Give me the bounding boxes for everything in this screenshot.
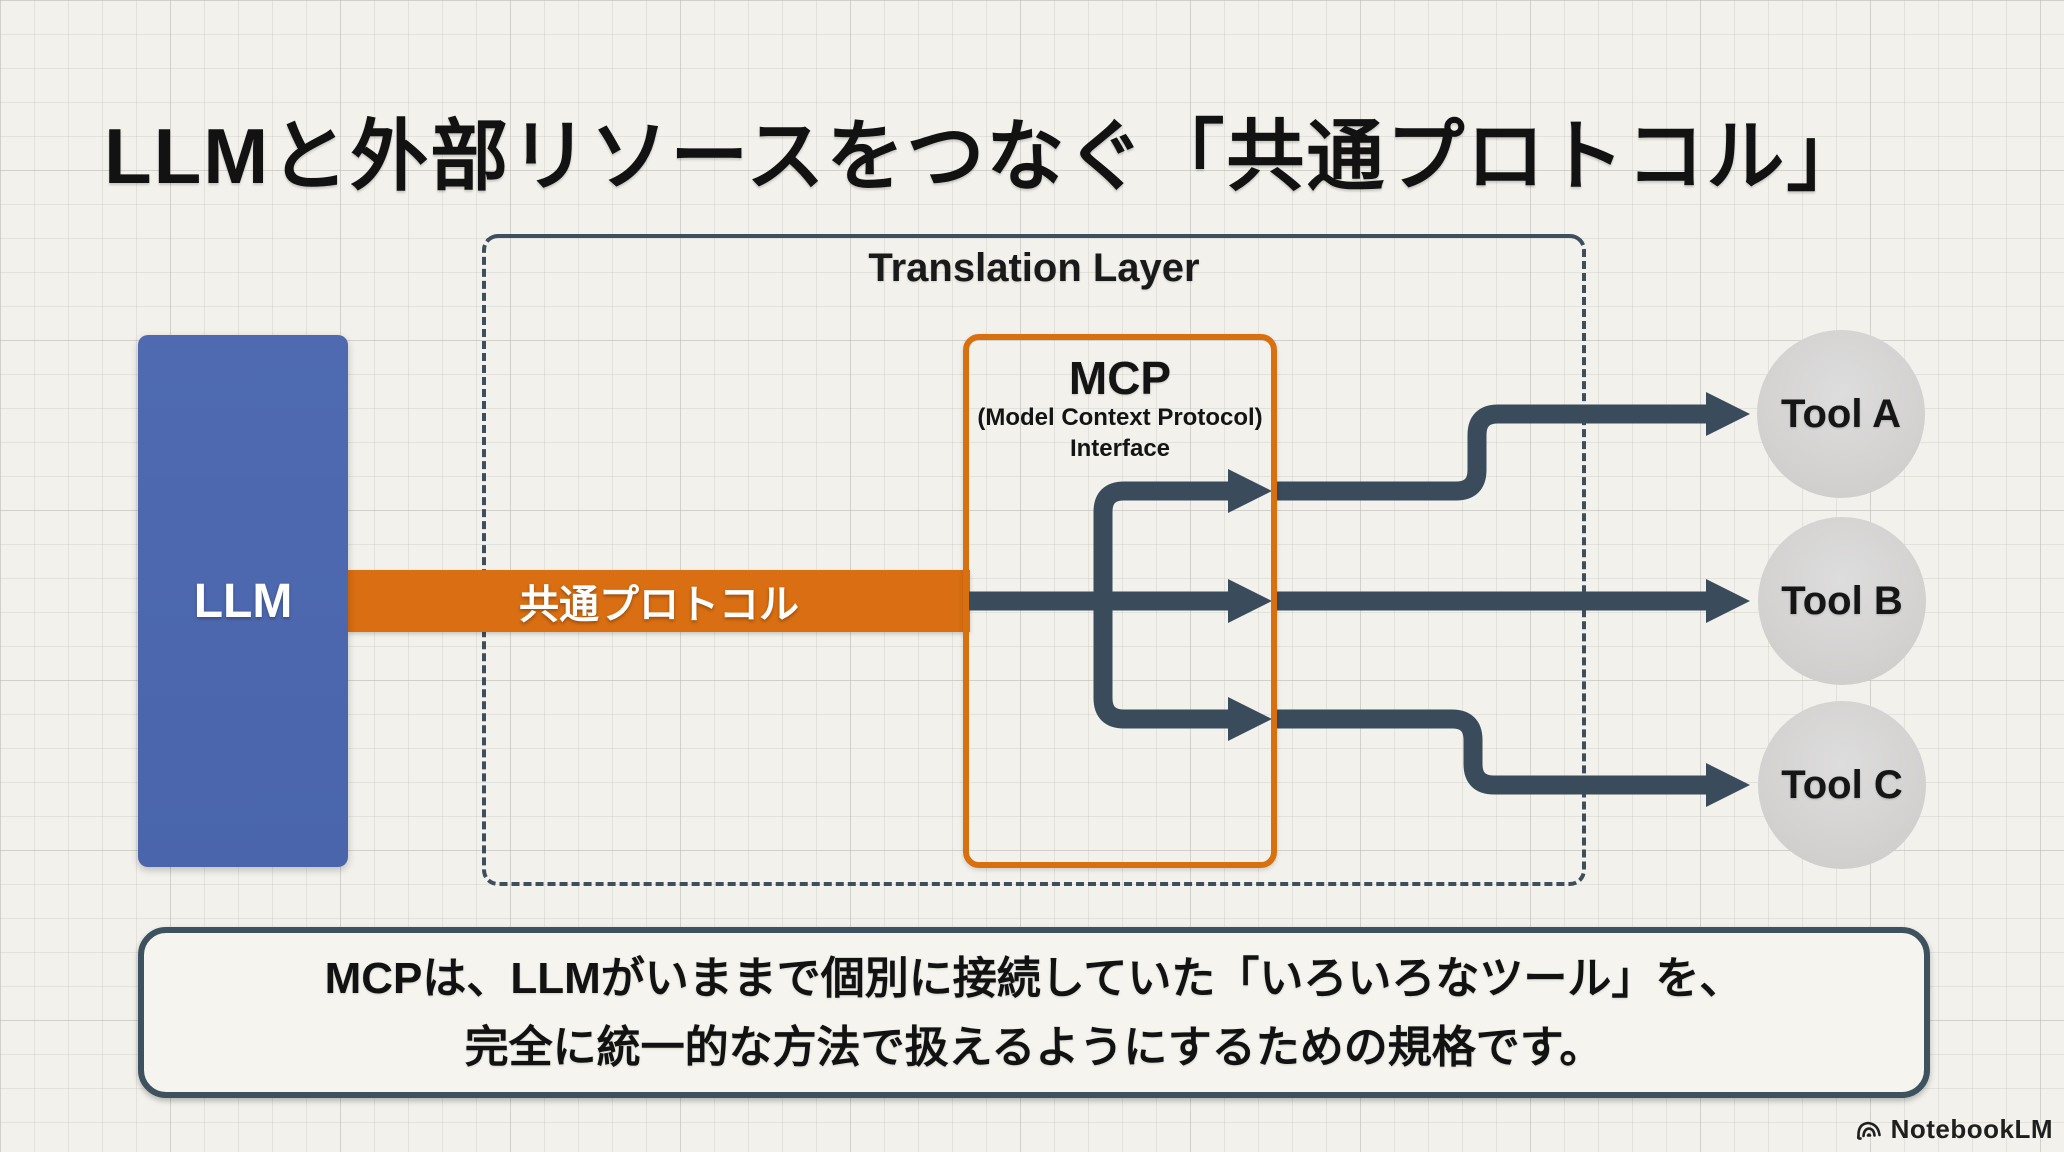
- arrowhead-tool-b: [1706, 579, 1750, 623]
- footer-brand: NotebookLM: [1855, 1112, 2053, 1146]
- tool-b-label: Tool B: [1781, 578, 1903, 623]
- mcp-title: MCP: [1068, 352, 1172, 404]
- note-box: MCPは、LLMがいままで個別に接続していた「いろいろなツール」を、 完全に統一…: [138, 927, 1930, 1098]
- llm-label: LLM: [193, 574, 293, 628]
- translation-layer-box: [482, 234, 1586, 886]
- connector-tool-c: [1277, 709, 1708, 795]
- brand-label: NotebookLM: [1890, 1113, 2053, 1144]
- arrowhead-mcp-top: [1228, 469, 1272, 513]
- tool-a-label: Tool A: [1781, 391, 1901, 436]
- arrowhead-mcp-middle: [1228, 579, 1272, 623]
- arrowhead-mcp-bottom: [1228, 697, 1272, 741]
- llm-box: LLM: [138, 335, 348, 867]
- tool-a-circle: Tool A: [1757, 330, 1925, 498]
- note-line-1: MCPは、LLMがいままで個別に接続していた「いろいろなツール」を、: [324, 953, 1744, 1003]
- mcp-interface-label: Interface: [1069, 435, 1171, 463]
- notebooklm-logo-icon: [1855, 1116, 1885, 1142]
- tool-b-circle: Tool B: [1758, 517, 1926, 685]
- mcp-box: MCP (Model Context Protocol) Interface: [963, 334, 1277, 868]
- protocol-bar-label: 共通プロトコル: [519, 583, 799, 627]
- tool-c-circle: Tool C: [1758, 701, 1926, 869]
- arrowhead-tool-a: [1706, 392, 1750, 436]
- mcp-subtitle: (Model Context Protocol): [977, 404, 1263, 432]
- tool-c-label: Tool C: [1781, 762, 1903, 807]
- arrowhead-tool-c: [1706, 763, 1750, 807]
- connector-tool-a: [1277, 404, 1708, 501]
- protocol-bar: 共通プロトコル: [348, 570, 970, 632]
- translation-layer-label: Translation Layer: [868, 246, 1200, 290]
- note-line-2: 完全に統一的な方法で扱えるようにするための規格です。: [464, 1022, 1604, 1072]
- connector-branch-bracket: [1093, 481, 1230, 729]
- page-title: LLMと外部リソースをつなぐ「共通プロトコル」: [104, 112, 1867, 200]
